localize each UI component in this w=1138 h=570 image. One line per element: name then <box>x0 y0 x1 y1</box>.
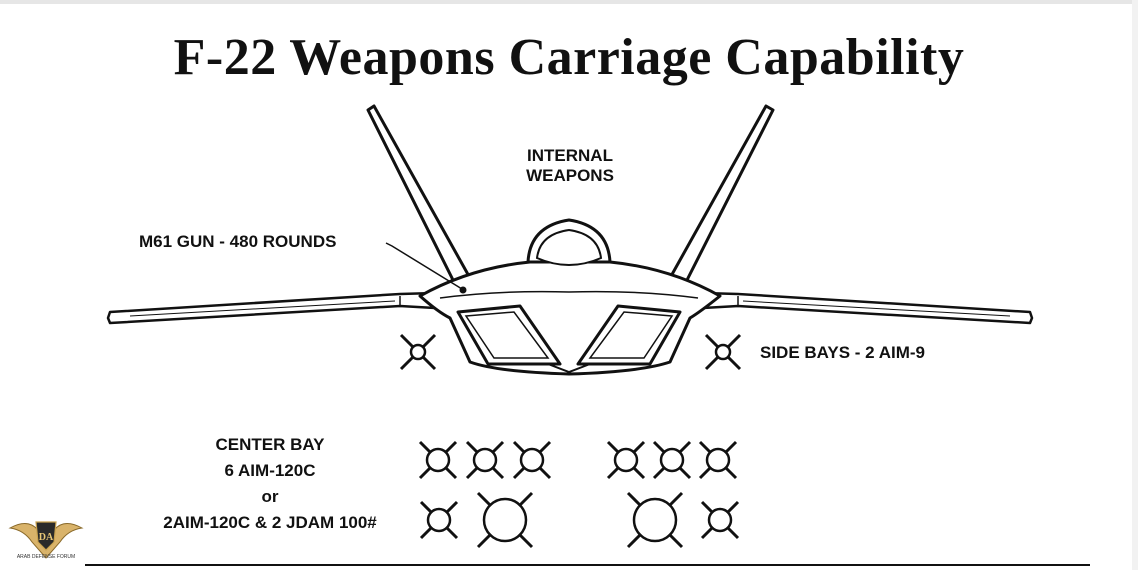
internal-weapons-line2: WEAPONS <box>526 166 614 185</box>
watermark-mark: DA <box>39 532 54 543</box>
center-bay-line3: or <box>261 487 279 506</box>
internal-weapons-line1: INTERNAL <box>527 146 613 165</box>
center-bay-line4: 2AIM-120C & 2 JDAM 100# <box>163 513 377 532</box>
center-bay-jdam-1 <box>476 491 534 549</box>
center-bay-jdam-2 <box>626 491 684 549</box>
nose-detail <box>547 363 591 374</box>
canopy <box>526 218 612 266</box>
gun-leader-line <box>385 242 467 294</box>
center-bay-line1: CENTER BAY <box>215 435 325 454</box>
center-bay-line2: 6 AIM-120C <box>224 461 316 480</box>
left-intake <box>456 304 562 366</box>
right-border <box>1132 0 1138 570</box>
side-bay-right-aim9 <box>704 333 742 371</box>
left-wing <box>106 290 472 325</box>
diagram-title: F-22 Weapons Carriage Capability <box>173 29 965 86</box>
left-vertical-tail <box>366 104 472 286</box>
right-intake <box>576 304 682 366</box>
side-bays-label: SIDE BAYS - 2 AIM-9 <box>760 343 926 362</box>
gun-label: M61 GUN - 480 ROUNDS <box>139 232 337 251</box>
center-bay-aim120-4 <box>606 440 646 480</box>
center-bay-aim120-3 <box>512 440 552 480</box>
internal-weapons-label: INTERNAL WEAPONS <box>480 146 660 186</box>
center-bay-alt-aim120-1 <box>419 500 459 540</box>
center-bay-label: CENTER BAY 6 AIM-120C or 2AIM-120C & 2 J… <box>120 432 420 536</box>
right-wing <box>666 290 1034 325</box>
bottom-rule <box>85 564 1090 566</box>
side-bay-left-aim9 <box>399 333 437 371</box>
right-vertical-tail <box>668 104 775 286</box>
center-bay-aim120-1 <box>418 440 458 480</box>
center-bay-aim120-6 <box>698 440 738 480</box>
center-bay-aim120-5 <box>652 440 692 480</box>
center-bay-alt-aim120-2 <box>700 500 740 540</box>
watermark-text: ARAB DEFENSE FORUM <box>16 554 76 560</box>
center-bay-aim120-2 <box>465 440 505 480</box>
top-border <box>0 0 1138 4</box>
watermark-logo: DA <box>8 521 84 559</box>
